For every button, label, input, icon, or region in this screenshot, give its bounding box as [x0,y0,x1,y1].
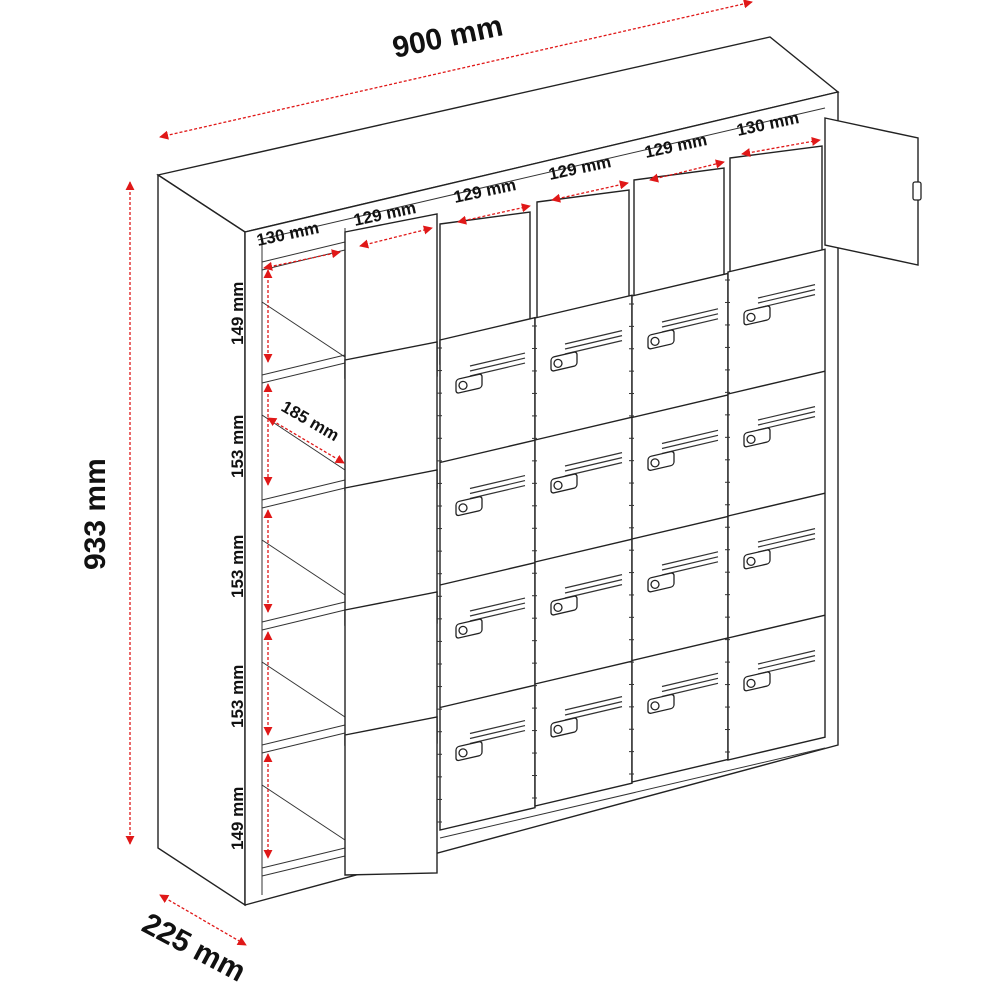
vent-slat [661,677,719,693]
vent-slat [564,335,623,350]
vent-slat [757,406,816,421]
lock-cylinder [746,678,756,689]
vent-slat [469,474,526,490]
vent-slat [564,457,623,472]
vent-slat [469,357,526,372]
door-divider [439,439,536,464]
vent-slat [757,650,816,665]
lock-cylinder [650,701,660,711]
shelf-edge [261,855,346,877]
plinth-edge [439,747,826,839]
vent-slat [469,602,526,617]
door-divider [534,538,633,563]
vent-slat [757,533,816,548]
door-divider [439,684,536,709]
door-divider [727,370,826,395]
vent-slat [469,597,526,612]
column-dimension-line [359,225,433,249]
vent-slat [661,308,719,323]
open-door [344,341,438,491]
vent-slat [757,655,816,670]
open-compartment-column [261,213,438,877]
lock-cylinder [458,625,468,636]
door-divider [631,515,729,540]
door-divider [534,660,633,685]
door-divider [631,637,729,662]
depth-label: 225 mm [137,907,251,989]
lock-cylinder [458,503,468,513]
column-dimension-line [649,159,725,183]
vent-slat [757,411,816,426]
lock-cylinder [650,336,660,347]
vent-slat [564,701,623,716]
open-door-panel [824,117,919,266]
open-door [344,716,438,876]
vent-slat [661,313,719,328]
door-divider [631,394,729,419]
vent-slat [661,672,719,688]
locker-door-grid [437,248,826,839]
shelf-diagonal [261,661,346,718]
vent-slat [469,352,526,367]
lock-cylinder [650,579,660,590]
door-divider [439,561,536,586]
vent-slat [661,556,719,571]
shelf-edge [261,601,346,623]
column-dimension-line [551,180,629,203]
column-dimension-line [741,136,821,158]
lock-cylinder [553,358,563,369]
vent-slat [564,452,623,467]
shelf-edge [261,354,346,376]
vent-slat [469,719,526,735]
door-divider [727,614,826,639]
shelf-edge [261,732,346,754]
dimension-lines [125,0,821,946]
row-height-label-4: 153 mm [228,665,247,728]
vent-slat [564,579,623,594]
shelf-edge [261,609,346,631]
row-height-label-3: 153 mm [228,535,247,598]
lock-cylinder [553,602,563,613]
vent-slat [757,289,816,304]
lock-cylinder [650,458,660,468]
vent-slat [661,429,719,445]
lock-cylinder [458,380,468,391]
vent-slat [661,434,719,450]
shelf-edge [261,847,346,869]
door-divider [727,492,826,517]
vent-slat [564,574,623,589]
lock-cylinder [746,312,756,323]
shelf-edge [261,487,346,509]
width-label: 900 mm [390,9,506,65]
row-height-label-1: 149 mm [228,282,247,345]
door-divider [534,416,633,441]
shelf-diagonal [261,301,346,358]
lock-cylinder [746,556,756,567]
lock-cylinder [458,748,468,758]
lock-cylinder [553,480,563,491]
vent-slat [564,330,623,345]
shelf-edge [261,362,346,384]
row-height-label-5: 149 mm [228,787,247,850]
shelf-diagonal [261,539,346,596]
vent-slat [757,284,816,299]
vent-slat [469,479,526,495]
height-label: 933 mm [79,458,112,570]
lock-cylinder [746,434,756,445]
vent-slat [757,528,816,543]
shelf-edge [261,479,346,501]
vent-slat [564,696,623,711]
shelf-diagonal [261,784,346,841]
lock-cylinder [553,724,563,735]
shelf-edge [261,724,346,746]
lock-icon [912,181,922,201]
column-dimension-line [457,203,531,225]
vent-slat [469,724,526,740]
row-height-label-2: 153 mm [228,415,247,478]
column-dimension-line [263,249,341,271]
vent-slat [661,551,719,566]
